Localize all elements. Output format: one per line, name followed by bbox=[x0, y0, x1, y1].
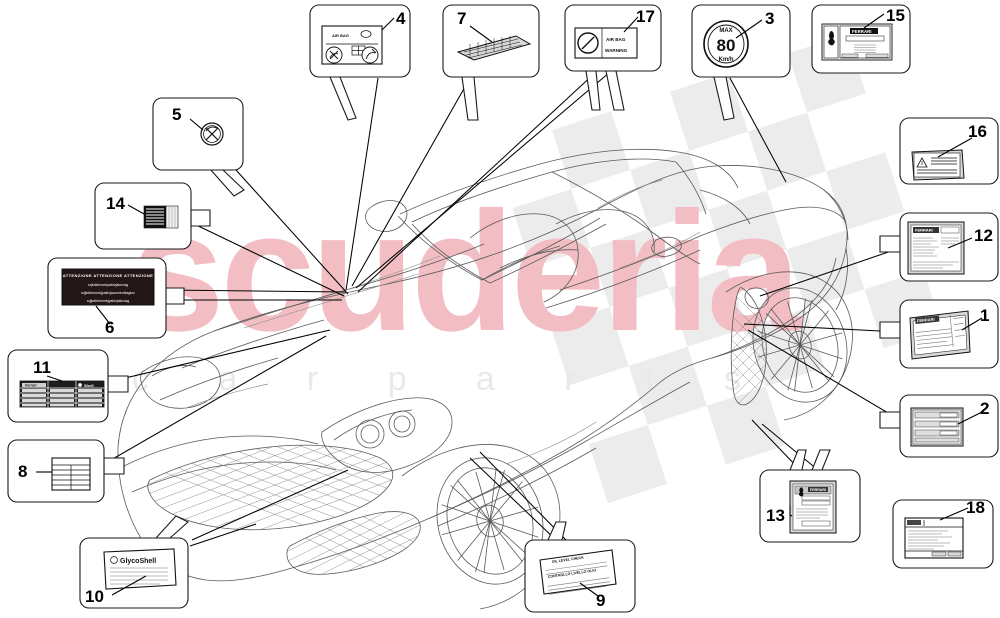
watermark-sub-text: c a r p a r t s bbox=[132, 360, 771, 398]
speed-unit: Km/h bbox=[719, 57, 734, 63]
callout-12[interactable]: FERRARI 12 bbox=[879, 212, 999, 282]
callout-number-10: 10 bbox=[85, 587, 104, 606]
callout-number-17: 17 bbox=[636, 7, 655, 26]
generic-document-art bbox=[904, 517, 964, 559]
callout-number-7: 7 bbox=[457, 9, 466, 28]
callout-13[interactable]: FERRARI 13 bbox=[759, 449, 861, 543]
speed-value: 80 bbox=[717, 36, 736, 55]
callout-3[interactable]: MAX 80 Km/h 3 bbox=[691, 4, 791, 121]
callout-number-8: 8 bbox=[18, 462, 27, 481]
callout-number-16: 16 bbox=[968, 122, 987, 141]
attenzione-line-1: srjkdklmonbpaklvjakuvag bbox=[88, 283, 128, 287]
callout-11[interactable]: Ferrari Shell 11 bbox=[7, 349, 129, 423]
callout-number-11: 11 bbox=[33, 358, 51, 377]
ferrari-brand-1: FERRARI bbox=[917, 317, 935, 324]
callout-number-13: 13 bbox=[766, 506, 785, 525]
callout-1[interactable]: FERRARI 1 bbox=[879, 299, 999, 369]
warning-triangle-plate-art bbox=[911, 149, 965, 181]
callout-number-6: 6 bbox=[105, 318, 114, 337]
callout-16[interactable]: 16 bbox=[899, 117, 999, 185]
oil-level-check-art: OIL LEVEL CHECK CONTROLLO LIVELLO OLIO bbox=[539, 549, 617, 595]
callout-5[interactable]: 5 bbox=[152, 97, 245, 197]
attenzione-heading: ATTENZIONE ATTENZIONE ATTENZIONE bbox=[63, 273, 154, 278]
callout-15[interactable]: FERRARI 15 bbox=[811, 4, 911, 74]
airbag-child-seat-art: AIR BAG bbox=[321, 25, 383, 65]
oil-check-line2: CONTROLLO LIVELLO OLIO bbox=[548, 568, 597, 579]
callout-number-1: 1 bbox=[980, 306, 989, 325]
ferrari-logo-doc-art: FERRARI bbox=[821, 23, 893, 61]
ferrari-horse-doc-art: FERRARI bbox=[789, 480, 837, 534]
attenzione-label-art: ATTENZIONE ATTENZIONE ATTENZIONE srjkdkl… bbox=[61, 268, 155, 306]
oil-check-line1: OIL LEVEL CHECK bbox=[552, 555, 585, 564]
ferrari-brand-13: FERRARI bbox=[810, 488, 826, 492]
callout-number-15: 15 bbox=[886, 6, 905, 25]
callout-10[interactable]: GlycoShell 10 bbox=[79, 515, 189, 609]
callout-9[interactable]: OIL LEVEL CHECK CONTROLLO LIVELLO OLIO 9 bbox=[524, 521, 636, 613]
attenzione-line-3: srjjkdklmombjyaklvjakuvag bbox=[87, 299, 129, 303]
callout-number-5: 5 bbox=[172, 105, 181, 124]
callout-number-2: 2 bbox=[980, 399, 989, 418]
callout-number-3: 3 bbox=[765, 9, 774, 28]
barcode-strip-art bbox=[143, 205, 179, 229]
max-label: MAX bbox=[719, 28, 732, 34]
callout-6[interactable]: ATTENZIONE ATTENZIONE ATTENZIONE srjkdkl… bbox=[47, 257, 185, 339]
callout-number-4: 4 bbox=[396, 9, 406, 28]
ferrari-brand-15: FERRARI bbox=[852, 29, 872, 34]
callout-number-14: 14 bbox=[106, 194, 125, 213]
glycoshell-art: GlycoShell bbox=[103, 548, 177, 590]
callout-18[interactable]: 18 bbox=[892, 498, 994, 569]
ferrari-service-doc-art: FERRARI bbox=[907, 221, 965, 275]
ruled-plate-art bbox=[910, 407, 964, 447]
max-80-disc-art: MAX 80 Km/h bbox=[703, 20, 749, 68]
ferrari-shell-table-art: Ferrari Shell bbox=[19, 380, 105, 408]
airbag-warning-line2: WARNING bbox=[605, 48, 628, 53]
shell-col-header: Shell bbox=[84, 383, 94, 388]
callout-17[interactable]: AIR BAG WARNING 17 bbox=[564, 4, 662, 111]
callout-4[interactable]: AIR BAG 4 bbox=[309, 4, 411, 121]
no-child-seat-round-art bbox=[200, 122, 224, 146]
ferrari-brand-12: FERRARI bbox=[915, 228, 933, 233]
callout-7[interactable]: 7 bbox=[442, 4, 540, 121]
callout-8[interactable]: 8 bbox=[7, 439, 125, 503]
ferrari-data-plate-art: FERRARI bbox=[909, 310, 971, 360]
glycoshell-brand: GlycoShell bbox=[120, 558, 156, 565]
callout-14[interactable]: 14 bbox=[94, 182, 211, 250]
attenzione-line-2: srjjkdklmonbjyaklvjaaumeolkaglov bbox=[81, 291, 135, 295]
airbag-warning-line1: AIR BAG bbox=[606, 37, 626, 42]
airbag-warning-art: AIR BAG WARNING bbox=[574, 27, 638, 59]
airbag-caption: AIR BAG bbox=[332, 33, 349, 38]
callout-number-18: 18 bbox=[966, 498, 985, 517]
ruled-small-plate-art bbox=[51, 457, 91, 491]
callout-number-12: 12 bbox=[974, 226, 993, 245]
callout-number-9: 9 bbox=[596, 591, 605, 610]
ferrari-col-header: Ferrari bbox=[25, 384, 37, 388]
perforated-strip-art bbox=[456, 35, 532, 61]
callout-2[interactable]: 2 bbox=[879, 394, 999, 458]
